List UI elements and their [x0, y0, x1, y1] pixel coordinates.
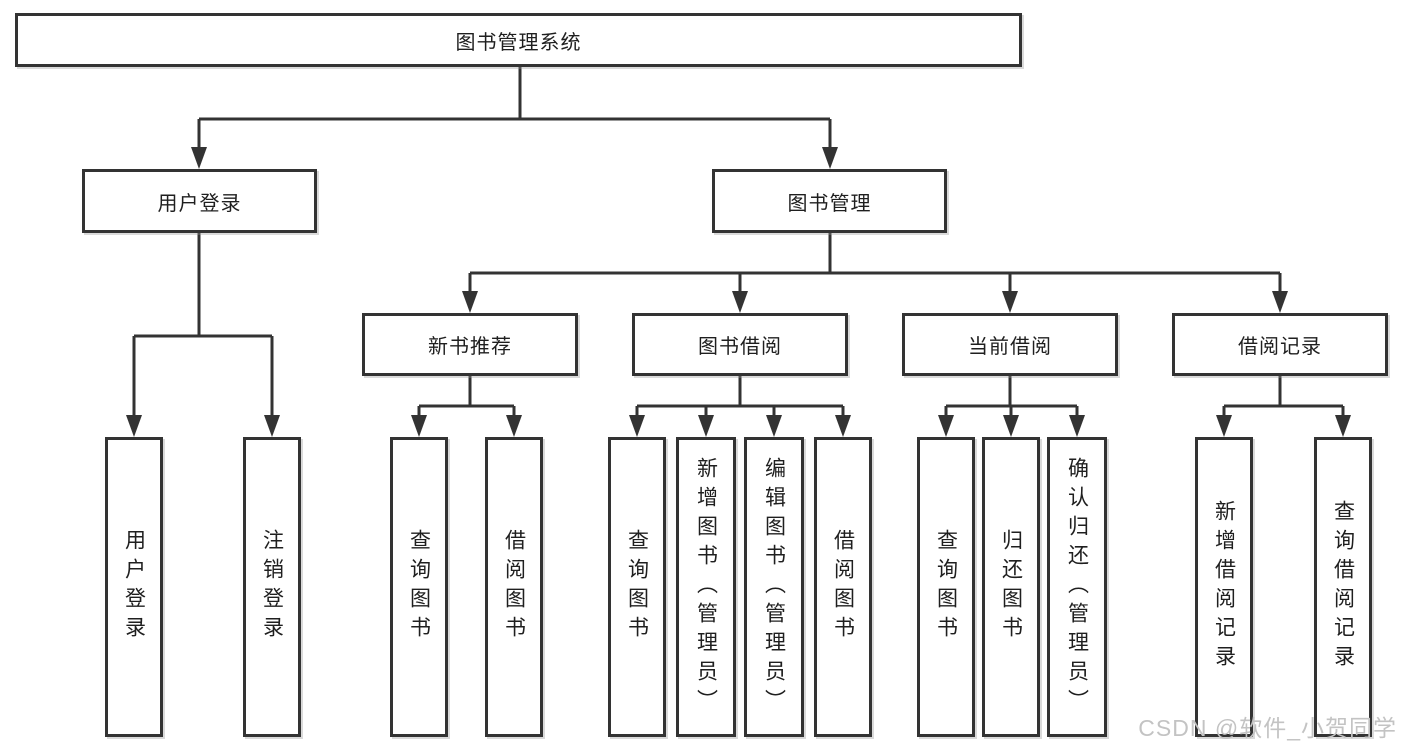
arrow-down-icon	[126, 415, 142, 437]
leaf-logout: 注销登录	[243, 437, 301, 737]
node-label: 确认归还（管理员）	[1065, 456, 1089, 718]
leaf-borrow-books-recommend: 借阅图书	[485, 437, 543, 737]
node-label: 新增借阅记录	[1212, 500, 1236, 674]
node-label: 新书推荐	[428, 336, 512, 358]
leaf-query-borrow-record: 查询借阅记录	[1314, 437, 1372, 737]
node-label: 注销登录	[260, 529, 284, 645]
node-borrow-records: 借阅记录	[1172, 313, 1388, 376]
node-book-management: 图书管理	[712, 169, 947, 233]
node-label: 借阅图书	[502, 529, 526, 645]
arrow-down-icon	[629, 415, 645, 437]
node-label: 归还图书	[999, 529, 1023, 645]
node-book-borrow: 图书借阅	[632, 313, 848, 376]
leaf-borrow-books: 借阅图书	[814, 437, 872, 737]
node-label: 查询图书	[625, 529, 649, 645]
arrow-down-icon	[411, 415, 427, 437]
arrow-down-icon	[835, 415, 851, 437]
arrow-down-icon	[1216, 415, 1232, 437]
arrow-down-icon	[1002, 291, 1018, 313]
node-label: 新增图书（管理员）	[694, 456, 718, 718]
arrow-down-icon	[1272, 291, 1288, 313]
leaf-confirm-return-admin: 确认归还（管理员）	[1047, 437, 1107, 737]
arrow-down-icon	[938, 415, 954, 437]
node-label: 用户登录	[122, 529, 146, 645]
leaf-edit-book-admin: 编辑图书（管理员）	[744, 437, 804, 737]
arrow-down-icon	[191, 147, 207, 169]
leaf-return-book: 归还图书	[982, 437, 1040, 737]
leaf-query-books-borrow: 查询图书	[608, 437, 666, 737]
arrow-down-icon	[822, 147, 838, 169]
leaf-add-book-admin: 新增图书（管理员）	[676, 437, 736, 737]
arrow-down-icon	[462, 291, 478, 313]
node-label: 图书借阅	[698, 336, 782, 358]
node-label: 图书管理	[787, 192, 872, 215]
node-label: 编辑图书（管理员）	[762, 456, 786, 718]
arrow-down-icon	[264, 415, 280, 437]
node-user-login: 用户登录	[82, 169, 317, 233]
node-label: 借阅记录	[1238, 336, 1322, 358]
node-library-system: 图书管理系统	[15, 13, 1022, 67]
node-label: 查询图书	[934, 529, 958, 645]
arrow-down-icon	[1335, 415, 1351, 437]
node-current-borrow: 当前借阅	[902, 313, 1118, 376]
node-label: 查询图书	[407, 529, 431, 645]
node-label: 图书管理系统	[455, 31, 582, 54]
arrow-down-icon	[766, 415, 782, 437]
arrow-down-icon	[1003, 415, 1019, 437]
arrow-down-icon	[698, 415, 714, 437]
arrow-down-icon	[1069, 415, 1085, 437]
node-label: 当前借阅	[968, 336, 1052, 358]
leaf-query-books-recommend: 查询图书	[390, 437, 448, 737]
arrow-down-icon	[506, 415, 522, 437]
leaf-user-login: 用户登录	[105, 437, 163, 737]
leaf-add-borrow-record: 新增借阅记录	[1195, 437, 1253, 737]
node-label: 用户登录	[157, 192, 242, 215]
node-label: 查询借阅记录	[1331, 500, 1355, 674]
arrow-down-icon	[732, 291, 748, 313]
node-label: 借阅图书	[831, 529, 855, 645]
node-new-book-recommend: 新书推荐	[362, 313, 578, 376]
csdn-watermark: CSDN @软件_小贺同学	[1138, 715, 1397, 741]
leaf-query-books-current: 查询图书	[917, 437, 975, 737]
